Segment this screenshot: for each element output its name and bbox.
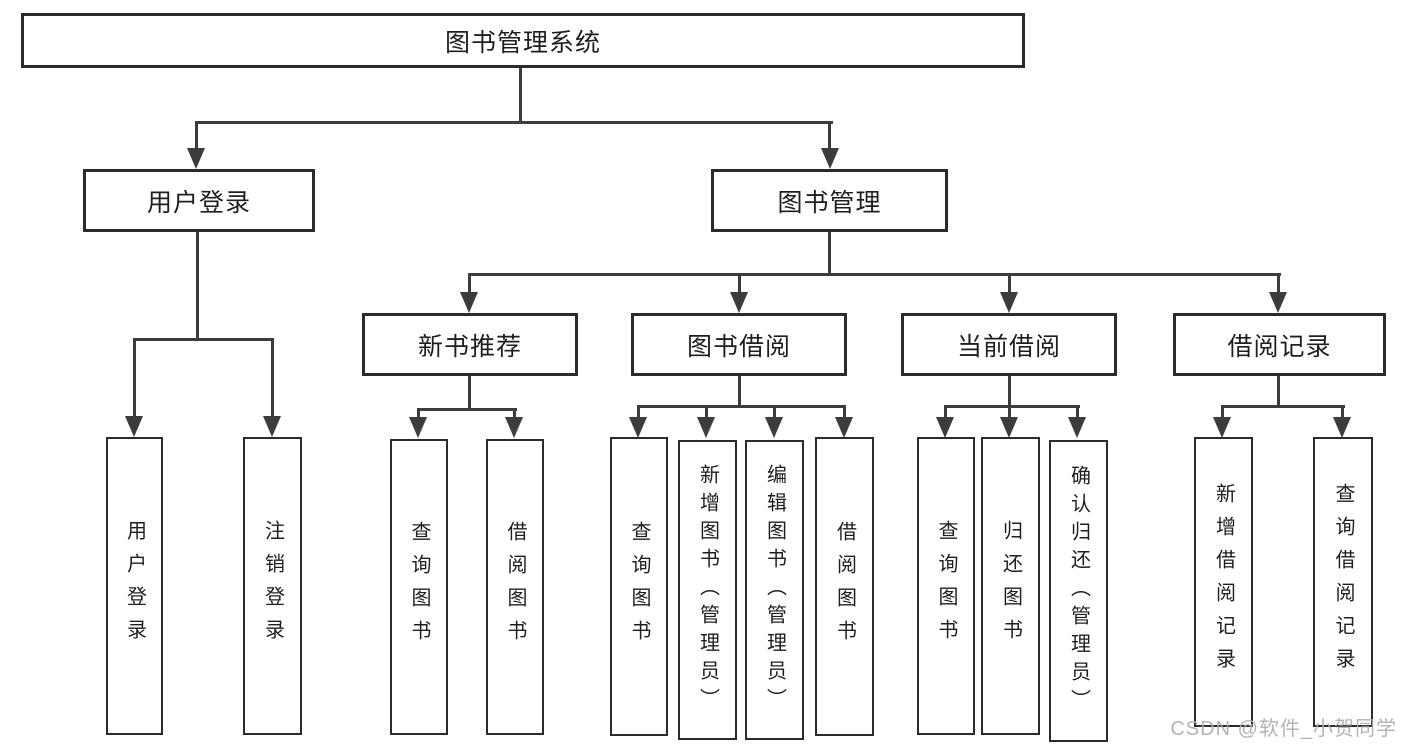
connector-line [1008, 405, 1011, 418]
connector-line [637, 405, 640, 418]
leaf-borrow-book-1: 借阅图书 [486, 439, 544, 735]
connector-line [133, 338, 136, 417]
leaf-label: 归还图书 [999, 520, 1022, 652]
leaf-return-book: 归还图书 [981, 437, 1040, 735]
node-label: 图书管理 [777, 188, 882, 217]
leaf-label: 查询借阅记录 [1332, 483, 1354, 681]
connector-line [1277, 273, 1280, 293]
node-label: 新书推荐 [417, 332, 522, 361]
leaf-label: 新增图书（管理员） [696, 464, 719, 716]
node-label: 图书借阅 [686, 332, 791, 361]
leaf-label: 查询图书 [408, 521, 430, 653]
node-current-borrow: 当前借阅 [901, 313, 1117, 376]
leaf-label: 查询图书 [935, 520, 957, 652]
leaf-label: 借阅图书 [504, 521, 526, 653]
connector-line [705, 405, 708, 418]
node-label: 图书管理系统 [444, 28, 601, 57]
connector-line [469, 273, 1281, 276]
connector-line [417, 408, 420, 418]
leaf-user-login: 用户登录 [106, 437, 163, 735]
arrow-down [1000, 292, 1018, 313]
leaf-label: 注销登录 [261, 520, 284, 652]
connector-line [1008, 376, 1011, 405]
node-book-management: 图书管理 [711, 169, 948, 232]
leaf-label: 用户登录 [123, 520, 146, 652]
leaf-query-book-1: 查询图书 [390, 439, 448, 735]
node-label: 借阅记录 [1227, 332, 1332, 361]
arrow-down [505, 417, 523, 438]
node-root-system: 图书管理系统 [21, 13, 1025, 68]
leaf-query-borrow-record: 查询借阅记录 [1313, 437, 1373, 727]
connector-line [519, 68, 522, 121]
connector-line [419, 408, 517, 411]
leaf-label: 借阅图书 [833, 520, 856, 653]
arrow-down [1269, 292, 1287, 313]
leaf-query-book-3: 查询图书 [917, 437, 975, 735]
connector-line [1341, 405, 1344, 418]
connector-line [828, 121, 831, 150]
arrow-down [765, 417, 783, 438]
connector-line [1223, 405, 1345, 408]
arrow-down [835, 417, 853, 438]
node-new-book-recommend: 新书推荐 [362, 313, 578, 376]
connector-line [196, 232, 199, 338]
leaf-edit-book-admin: 编辑图书（管理员） [745, 440, 804, 740]
leaf-label: 编辑图书（管理员） [763, 464, 786, 716]
connector-line [843, 405, 846, 418]
connector-line [271, 338, 274, 417]
arrow-down [1213, 417, 1231, 438]
connector-line [134, 338, 274, 341]
arrow-down [730, 292, 748, 313]
leaf-borrow-book-2: 借阅图书 [815, 437, 874, 736]
leaf-label: 确认归还（管理员） [1067, 465, 1090, 717]
arrow-down [936, 417, 954, 438]
arrow-down [187, 148, 205, 169]
connector-line [468, 376, 471, 408]
node-book-borrow: 图书借阅 [631, 313, 847, 376]
arrow-down [1068, 417, 1086, 438]
arrow-down [125, 416, 143, 437]
node-label: 用户登录 [146, 188, 251, 217]
connector-line [773, 405, 776, 418]
csdn-watermark: CSDN @软件_小贺同学 [1170, 718, 1397, 740]
leaf-add-borrow-record: 新增借阅记录 [1194, 437, 1253, 727]
node-label: 当前借阅 [956, 332, 1061, 361]
leaf-label: 查询图书 [628, 520, 650, 653]
arrow-down [1000, 417, 1018, 438]
arrow-down [460, 292, 478, 313]
connector-line [196, 121, 833, 124]
leaf-query-book-2: 查询图书 [610, 437, 668, 736]
connector-line [513, 408, 516, 418]
node-borrow-record: 借阅记录 [1173, 313, 1386, 376]
connector-line [195, 121, 198, 150]
arrow-down [1333, 417, 1351, 438]
connector-line [1221, 405, 1224, 418]
arrow-down [697, 417, 715, 438]
leaf-logout: 注销登录 [243, 437, 302, 735]
connector-line [828, 232, 831, 273]
connector-line [944, 405, 947, 418]
node-user-login: 用户登录 [83, 169, 315, 232]
connector-line [1076, 405, 1079, 418]
arrow-down [263, 416, 281, 437]
arrow-down [409, 417, 427, 438]
connector-line [946, 405, 1080, 408]
arrow-down [821, 148, 839, 169]
connector-line [639, 405, 846, 408]
leaf-label: 新增借阅记录 [1212, 483, 1235, 681]
connector-line [1008, 273, 1011, 293]
arrow-down [629, 417, 647, 438]
connector-line [738, 376, 741, 405]
connector-line [738, 273, 741, 293]
connector-line [1277, 376, 1280, 405]
connector-line [468, 273, 471, 293]
leaf-add-book-admin: 新增图书（管理员） [678, 440, 737, 740]
leaf-confirm-return-admin: 确认归还（管理员） [1049, 440, 1108, 742]
